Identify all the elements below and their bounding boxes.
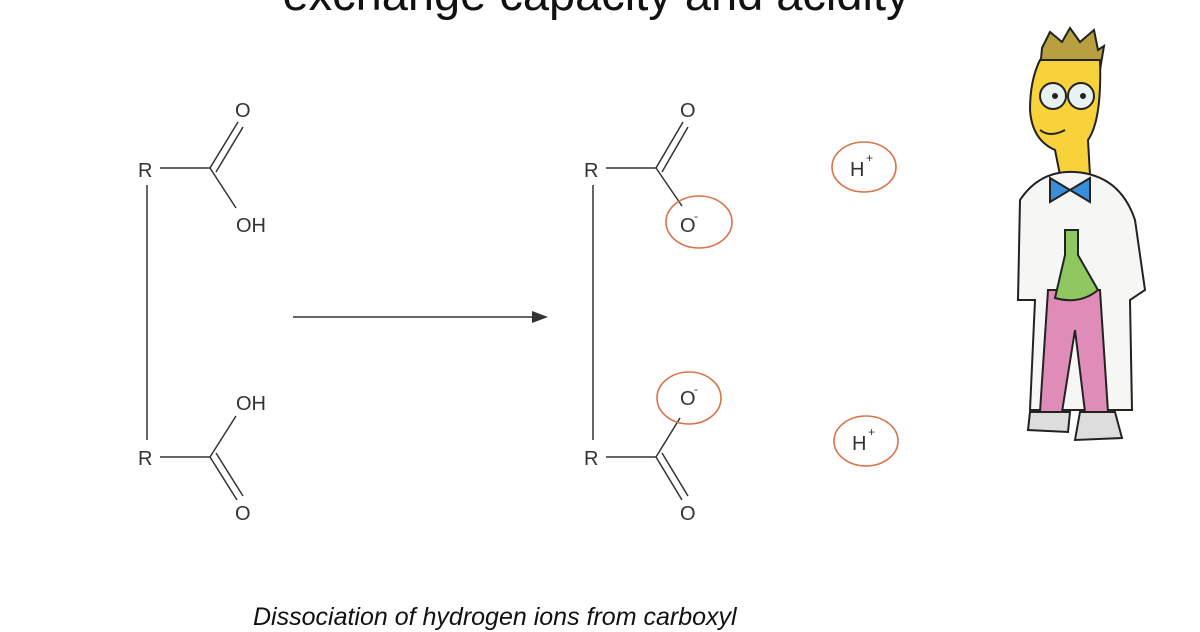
reactant-bonds — [146, 121, 244, 501]
plus-charge-top: + — [866, 151, 873, 165]
product-o-minus-top: O — [680, 215, 696, 237]
slide-title: exchange capacity and acidity — [0, 0, 1192, 21]
reactant-oh-top: OH — [236, 215, 266, 237]
product-r-top: R — [584, 160, 598, 182]
product-o-bottom: O — [680, 503, 696, 525]
product-o-top: O — [680, 100, 696, 122]
hydrogen-ion-top: H — [850, 159, 864, 181]
reactant-r-top: R — [138, 160, 152, 182]
hydrogen-ion-bottom: H — [852, 433, 866, 455]
minus-charge-top: - — [694, 209, 698, 223]
reactant-oh-bottom: OH — [236, 393, 266, 415]
reactant-o-top: O — [235, 100, 251, 122]
reaction-arrow — [293, 311, 548, 323]
product-r-bottom: R — [584, 448, 598, 470]
product-bonds — [592, 121, 689, 501]
minus-charge-bottom: - — [694, 382, 698, 396]
product-o-minus-bottom: O — [680, 388, 696, 410]
plus-charge-bottom: + — [868, 425, 875, 439]
slide-caption: Dissociation of hydrogen ions from carbo… — [253, 603, 737, 631]
reactant-o-bottom: O — [235, 503, 251, 525]
highlight-circles — [656, 141, 899, 467]
scientist-illustration — [1016, 26, 1147, 442]
reactant-r-bottom: R — [138, 448, 152, 470]
